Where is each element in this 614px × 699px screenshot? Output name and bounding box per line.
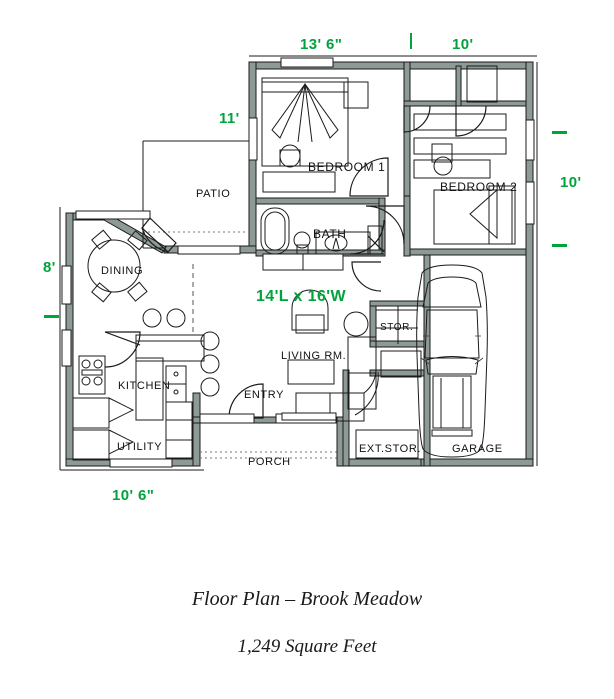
dimension-bottom-width: 10' 6" [112, 487, 155, 504]
room-label-living-room: LIVING RM. [281, 350, 347, 362]
room-label-porch: PORCH [248, 456, 291, 468]
room-label-storage: STOR. [380, 322, 414, 333]
room-label-dining: DINING [101, 265, 144, 277]
doors [104, 105, 487, 419]
dimension-tick [410, 33, 412, 49]
room-label-entry: ENTRY [244, 389, 285, 401]
porch-details [199, 412, 340, 459]
room-label-garage: GARAGE [452, 443, 503, 455]
kitchen-fixtures [78, 264, 220, 459]
storage-details [348, 306, 422, 467]
windows [61, 57, 535, 468]
dimension-living-room-size: 14'L x 16'W [256, 288, 346, 305]
room-label-exterior-storage: EXT.STOR. [359, 443, 422, 455]
dimension-left-lower: 8' [43, 259, 56, 276]
room-label-utility: UTILITY [117, 441, 163, 453]
page-title: Floor Plan – Brook Meadow [191, 588, 423, 610]
dining-furniture [87, 229, 148, 303]
room-label-kitchen: KITCHEN [118, 380, 171, 392]
dimension-top-width-right: 10' [452, 36, 474, 53]
room-label-bath: BATH [313, 227, 347, 241]
room-label-patio: PATIO [196, 188, 231, 200]
garage-car [416, 264, 488, 458]
dimension-tick [552, 244, 567, 247]
dimension-tick [552, 131, 567, 134]
dimension-top-width-left: 13' 6" [300, 36, 343, 53]
room-label-bedroom-2: BEDROOM 2 [440, 180, 518, 194]
living-room-furniture [287, 289, 422, 422]
dimension-left-upper: 11' [219, 110, 240, 127]
bedroom-1-furniture [261, 77, 369, 193]
bath-fixtures [260, 207, 383, 255]
misc-outlines [59, 55, 538, 471]
utility-fixtures [72, 397, 135, 461]
dimension-right-side: 10' [560, 174, 582, 191]
dimension-tick [44, 315, 59, 318]
page-subtitle: 1,249 Square Feet [237, 636, 377, 657]
room-label-bedroom-1: BEDROOM 1 [308, 160, 386, 174]
bedroom-2-furniture [413, 65, 516, 245]
